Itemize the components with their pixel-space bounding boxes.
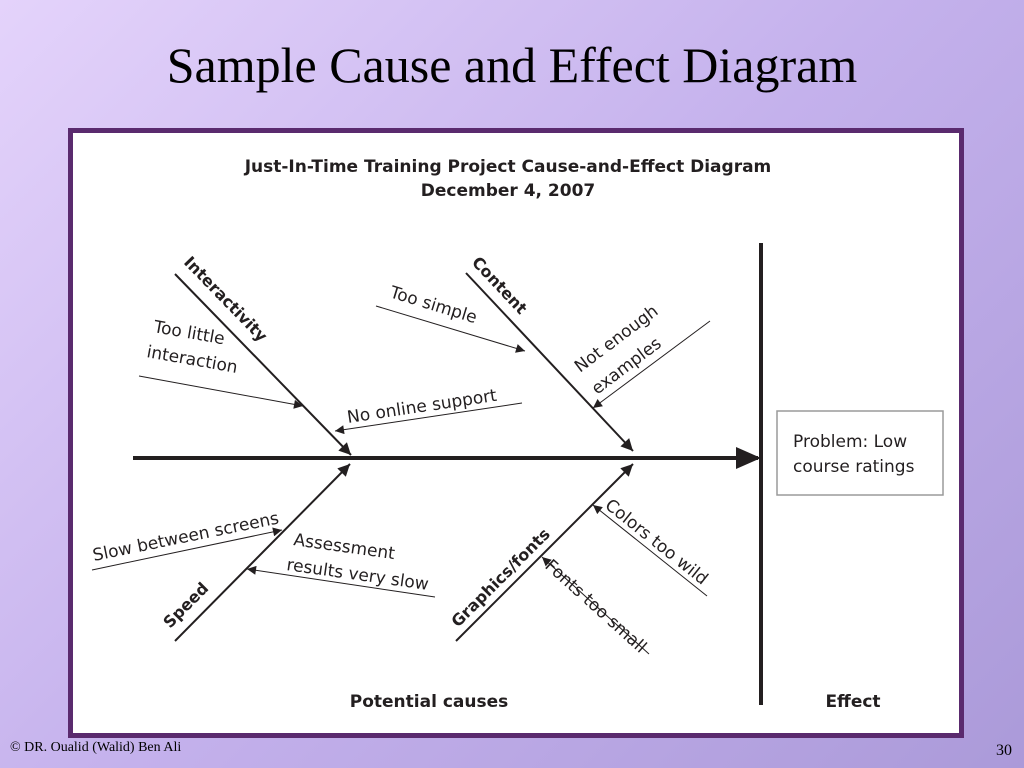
cause-arrow-slow-between-screens	[91, 527, 283, 571]
cause-arrow-assessment-results	[246, 565, 436, 598]
bone-speed	[174, 463, 351, 642]
spine-arrowhead	[736, 447, 761, 469]
bone-interactivity	[174, 273, 352, 456]
diagram-frame: Just-In-Time Training Project Cause-and-…	[68, 128, 964, 738]
cause-arrow-fonts-too-small	[541, 556, 650, 655]
cause-arrow-too-simple	[375, 305, 526, 353]
effect-box	[776, 410, 944, 496]
category-speed: Speed	[159, 579, 212, 632]
label-effect: Effect	[825, 692, 880, 712]
cause-arrow-not-enough-examples	[592, 320, 711, 409]
diagram-date: December 4, 2007	[421, 181, 595, 201]
slide-title: Sample Cause and Effect Diagram	[166, 37, 858, 93]
diagram-title: Just-In-Time Training Project Cause-and-…	[244, 157, 772, 177]
page-number: 30	[996, 742, 1012, 759]
cause-too-simple: Too simple	[387, 282, 480, 328]
category-graphics-fonts: Graphics/fonts	[447, 524, 553, 630]
label-potential-causes: Potential causes	[350, 692, 509, 712]
bone-graphics-fonts	[455, 463, 634, 642]
cause-no-online-support: No online support	[346, 386, 499, 428]
effect-text-line1: Problem: Low	[793, 432, 907, 452]
effect-text-line2: course ratings	[793, 457, 915, 477]
footer-copyright: © DR. Oualid (Walid) Ben Ali	[10, 740, 182, 755]
cause-interaction: interaction	[145, 342, 239, 378]
cause-slow-between-screens: Slow between screens	[91, 508, 281, 565]
fishbone-diagram: Just-In-Time Training Project Cause-and-…	[91, 157, 944, 712]
cause-arrow-no-online-support	[334, 402, 523, 435]
cause-fonts-too-small: Fonts too small	[541, 556, 651, 657]
cause-arrow-colors-too-wild	[592, 504, 708, 597]
cause-results-very-slow: results very slow	[285, 555, 430, 595]
bone-content	[465, 272, 634, 452]
cause-colors-too-wild: Colors too wild	[601, 495, 712, 589]
cause-arrow-too-little-interaction	[138, 375, 304, 409]
